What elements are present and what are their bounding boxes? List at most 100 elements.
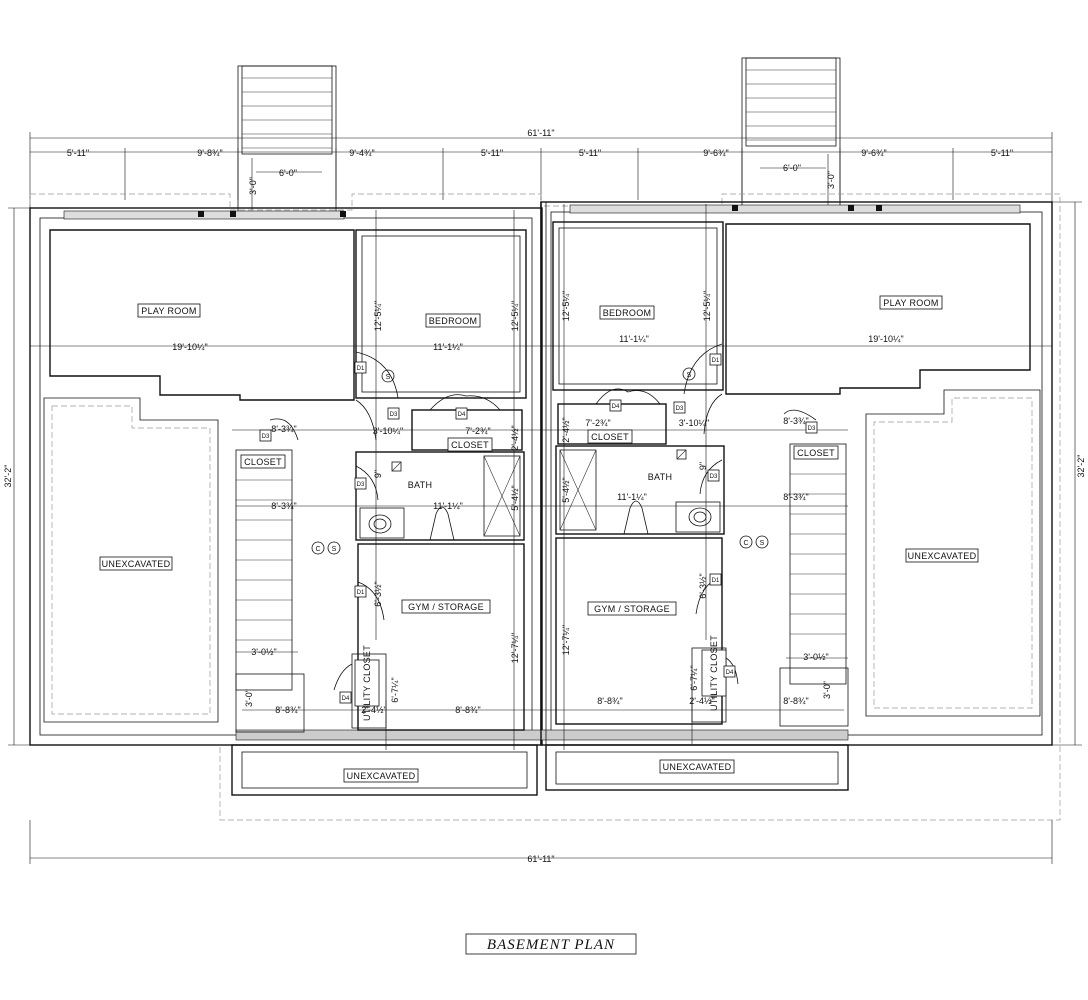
right-unit-walls [552,221,1041,727]
dim-bath-left-door: 9" [373,470,383,478]
smoke-detector-icon: S [760,540,765,547]
label-closet-mid-right: CLOSET [591,432,629,442]
dim-top-6: 9'-6¾" [703,148,728,158]
dim-bottom-left-a: 8'-8¾" [275,705,300,715]
dim-porch-left-width: 6'-0" [279,168,297,178]
door-tag: D1 [357,590,365,596]
dim-stair-closet-right-width: 8'-3¾" [783,416,808,426]
dim-closet-mid-left-depth: 2'-4½" [510,425,520,450]
dim-bath-right-door: 9" [698,462,708,470]
label-utility-right: UTILITY CLOSET [709,635,719,711]
dim-playroom-right-width: 19'-10¼" [868,334,903,344]
co-detector-icon: C [315,546,320,553]
dim-landing-left: 3'-0½" [251,647,276,657]
door-tag: D1 [357,366,365,372]
plan-title: BASEMENT PLAN [487,937,615,953]
door-tag: D4 [612,404,620,410]
label-play-room-right: PLAY ROOM [883,298,938,308]
dim-gym-right-height: 12'-7¼" [561,625,571,655]
dim-stair-left-width: 8'-3¾" [271,501,296,511]
door-tag: D3 [357,482,365,488]
dim-bottom-right-a: 8'-8¾" [783,696,808,706]
label-unexcavated-bottom-left: UNEXCAVATED [347,771,416,781]
dim-overall-top: 61'-11" [527,128,554,138]
dim-bedroom-left-width: 11'-1¼" [433,342,463,352]
dim-bedroom-left-height-2: 12'-5¼" [510,301,520,331]
label-play-room-left: PLAY ROOM [141,306,196,316]
dim-bedroom-left-height-1: 12'-5¼" [373,301,383,331]
smoke-detector-icon: S [687,372,692,379]
label-bath-left: BATH [408,480,433,490]
dim-closet-mid-right-depth: 2'-4½" [561,417,571,442]
dim-playroom-left-width: 19'-10¼" [172,342,207,352]
dim-landing-right: 3'-0½" [803,652,828,662]
co-detector-icon: C [743,540,748,547]
dimension-labels: 61'-11" 61'-11" 32'-2" 32'-2" 5'-11" 9'-… [3,128,1086,864]
dim-bedroom-right-height-1: 12'-5¼" [561,291,571,321]
dim-closet-left-depth: 3'-10¼" [373,426,403,436]
label-bedroom-left: BEDROOM [429,316,478,326]
foundation-walls [29,201,1053,746]
label-gym-left: GYM / STORAGE [408,602,484,612]
dim-bedroom-right-width: 11'-1¼" [619,334,649,344]
label-closet-stair-right: CLOSET [797,448,835,458]
dim-stair-closet-left-width: 8'-3¾" [271,424,296,434]
dim-utility-right-height: 6'-7¼" [689,665,699,690]
window-sill-right [569,204,1021,214]
door-tag: D1 [712,578,720,584]
bottom-bays [231,744,849,796]
door-tags: D1 D3 D4 D3 D3 D1 D4 D1 D3 D4 D3 D3 D1 D… [259,353,818,704]
detectors: S C S S C S [311,367,769,555]
hatched-wall-bottom [235,729,849,741]
overall-dimension-lines [8,132,1082,864]
dim-gym-left-door: 6'-3½" [373,581,383,606]
dim-top-5: 5'-11" [579,148,601,158]
dim-gym-left-height: 12'-7¼" [510,633,520,663]
room-labels: PLAY ROOM BEDROOM BEDROOM PLAY ROOM CLOS… [99,295,979,783]
door-tag: D3 [710,474,718,480]
smoke-detector-icon: S [386,374,391,381]
porch-right [741,57,841,211]
dim-utility-left-height: 6'-7¼" [390,677,400,702]
label-unexcavated-bottom-right: UNEXCAVATED [663,762,732,772]
dim-bedroom-right-height-2: 12'-5¼" [702,291,712,321]
label-bath-right: BATH [648,472,673,482]
dim-bath-left-width: 11'-1¼" [433,501,463,511]
dim-overall-right: 32'-2" [1076,455,1086,478]
dim-bottom-right-b: 2'-4½" [689,696,714,706]
dim-top-3: 9'-4¾" [349,148,374,158]
dim-stair-right-depth: 3'-0" [822,681,832,699]
dim-porch-right-width: 6'-0" [783,163,801,173]
dim-porch-right-depth: 3'-0" [826,171,836,189]
dim-bottom-left-c: 8'-8¾" [455,705,480,715]
dim-top-1: 5'-11" [67,148,89,158]
dim-bath-left-height: 5'-4½" [510,485,520,510]
dim-closet-right-depth: 3'-10¼" [679,418,709,428]
plan-title-block: BASEMENT PLAN [465,933,637,955]
dim-overall-left: 32'-2" [3,465,13,488]
door-tag: D4 [342,696,350,702]
interior-dimension-lines [30,204,1052,750]
dim-top-4: 5'-11" [481,148,503,158]
smoke-detector-icon: S [332,546,337,553]
label-bedroom-right: BEDROOM [603,308,652,318]
label-unexcavated-right: UNEXCAVATED [908,551,977,561]
door-tag: D1 [712,358,720,364]
door-swings [269,343,817,691]
dim-gym-right-door: 6'-3½" [698,573,708,598]
dim-bottom-left-b: 2'-4½" [361,705,386,715]
dim-top-7: 9'-6¾" [861,148,886,158]
dim-top-8: 5'-11" [991,148,1013,158]
label-gym-right: GYM / STORAGE [594,604,670,614]
dim-bottom-right-c: 8'-8¾" [597,696,622,706]
label-closet-stair-left: CLOSET [244,457,282,467]
dim-overall-bottom: 61'-11" [527,854,554,864]
door-tag: D4 [458,412,466,418]
dim-closet-mid-left-width: 7'-2¾" [465,426,490,436]
label-utility-left: UTILITY CLOSET [362,645,372,721]
left-unit-walls [43,229,527,733]
dim-closet-mid-right-width: 7'-2¾" [585,418,610,428]
label-unexcavated-left: UNEXCAVATED [102,559,171,569]
dim-stair-right-width: 8'-3¾" [783,492,808,502]
